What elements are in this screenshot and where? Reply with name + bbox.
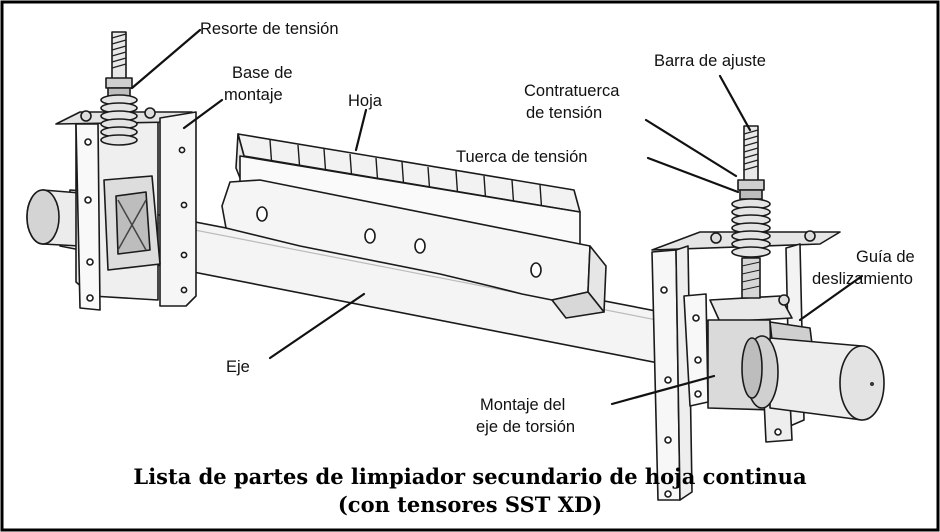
label-tension-nut: Tuerca de tensión <box>456 148 587 166</box>
leader-slide-guide <box>798 274 864 322</box>
label-slide-guide-2: deslizamiento <box>812 270 913 288</box>
tension-nut <box>739 189 763 200</box>
left-mount <box>55 107 197 311</box>
label-lock-nut-2: de tensión <box>526 104 602 122</box>
caption: Lista de partes de limpiador secundario … <box>133 464 807 517</box>
leader-spring <box>130 28 202 90</box>
label-slide-guide-1: Guía de <box>856 248 915 266</box>
caption-line-1: Lista de partes de limpiador secundario … <box>133 464 807 489</box>
leader-tension-nut <box>646 156 740 194</box>
label-tension-spring: Resorte de tensión <box>200 20 339 38</box>
caption-line-2: (con tensores SST XD) <box>338 492 602 517</box>
tension-lock-nut <box>737 179 765 191</box>
label-lock-nut-1: Contratuerca <box>524 82 620 100</box>
left-tension-spring <box>100 31 138 146</box>
label-adjust-rod: Barra de ajuste <box>654 52 766 70</box>
label-torsion-mount-1: Montaje del <box>480 396 565 414</box>
label-mount-base-1: Base de <box>232 64 293 82</box>
leader-lock-nut <box>644 118 738 178</box>
leader-torsion-mount <box>610 374 716 406</box>
leader-blade <box>354 108 368 152</box>
label-torsion-mount-2: eje de torsión <box>476 418 575 436</box>
labels: Resorte de tensión Base de montaje Hoja … <box>200 20 915 436</box>
leader-shaft <box>268 292 366 360</box>
right-shaft-end <box>741 335 885 421</box>
label-mount-base-2: montaje <box>224 86 283 104</box>
leader-mount-base <box>182 98 224 130</box>
right-tension-spring <box>731 125 771 299</box>
label-shaft: Eje <box>226 358 250 376</box>
leader-adjust-rod <box>718 74 752 132</box>
label-blade: Hoja <box>348 92 383 110</box>
blade <box>221 133 607 319</box>
leader-lines <box>130 28 864 406</box>
